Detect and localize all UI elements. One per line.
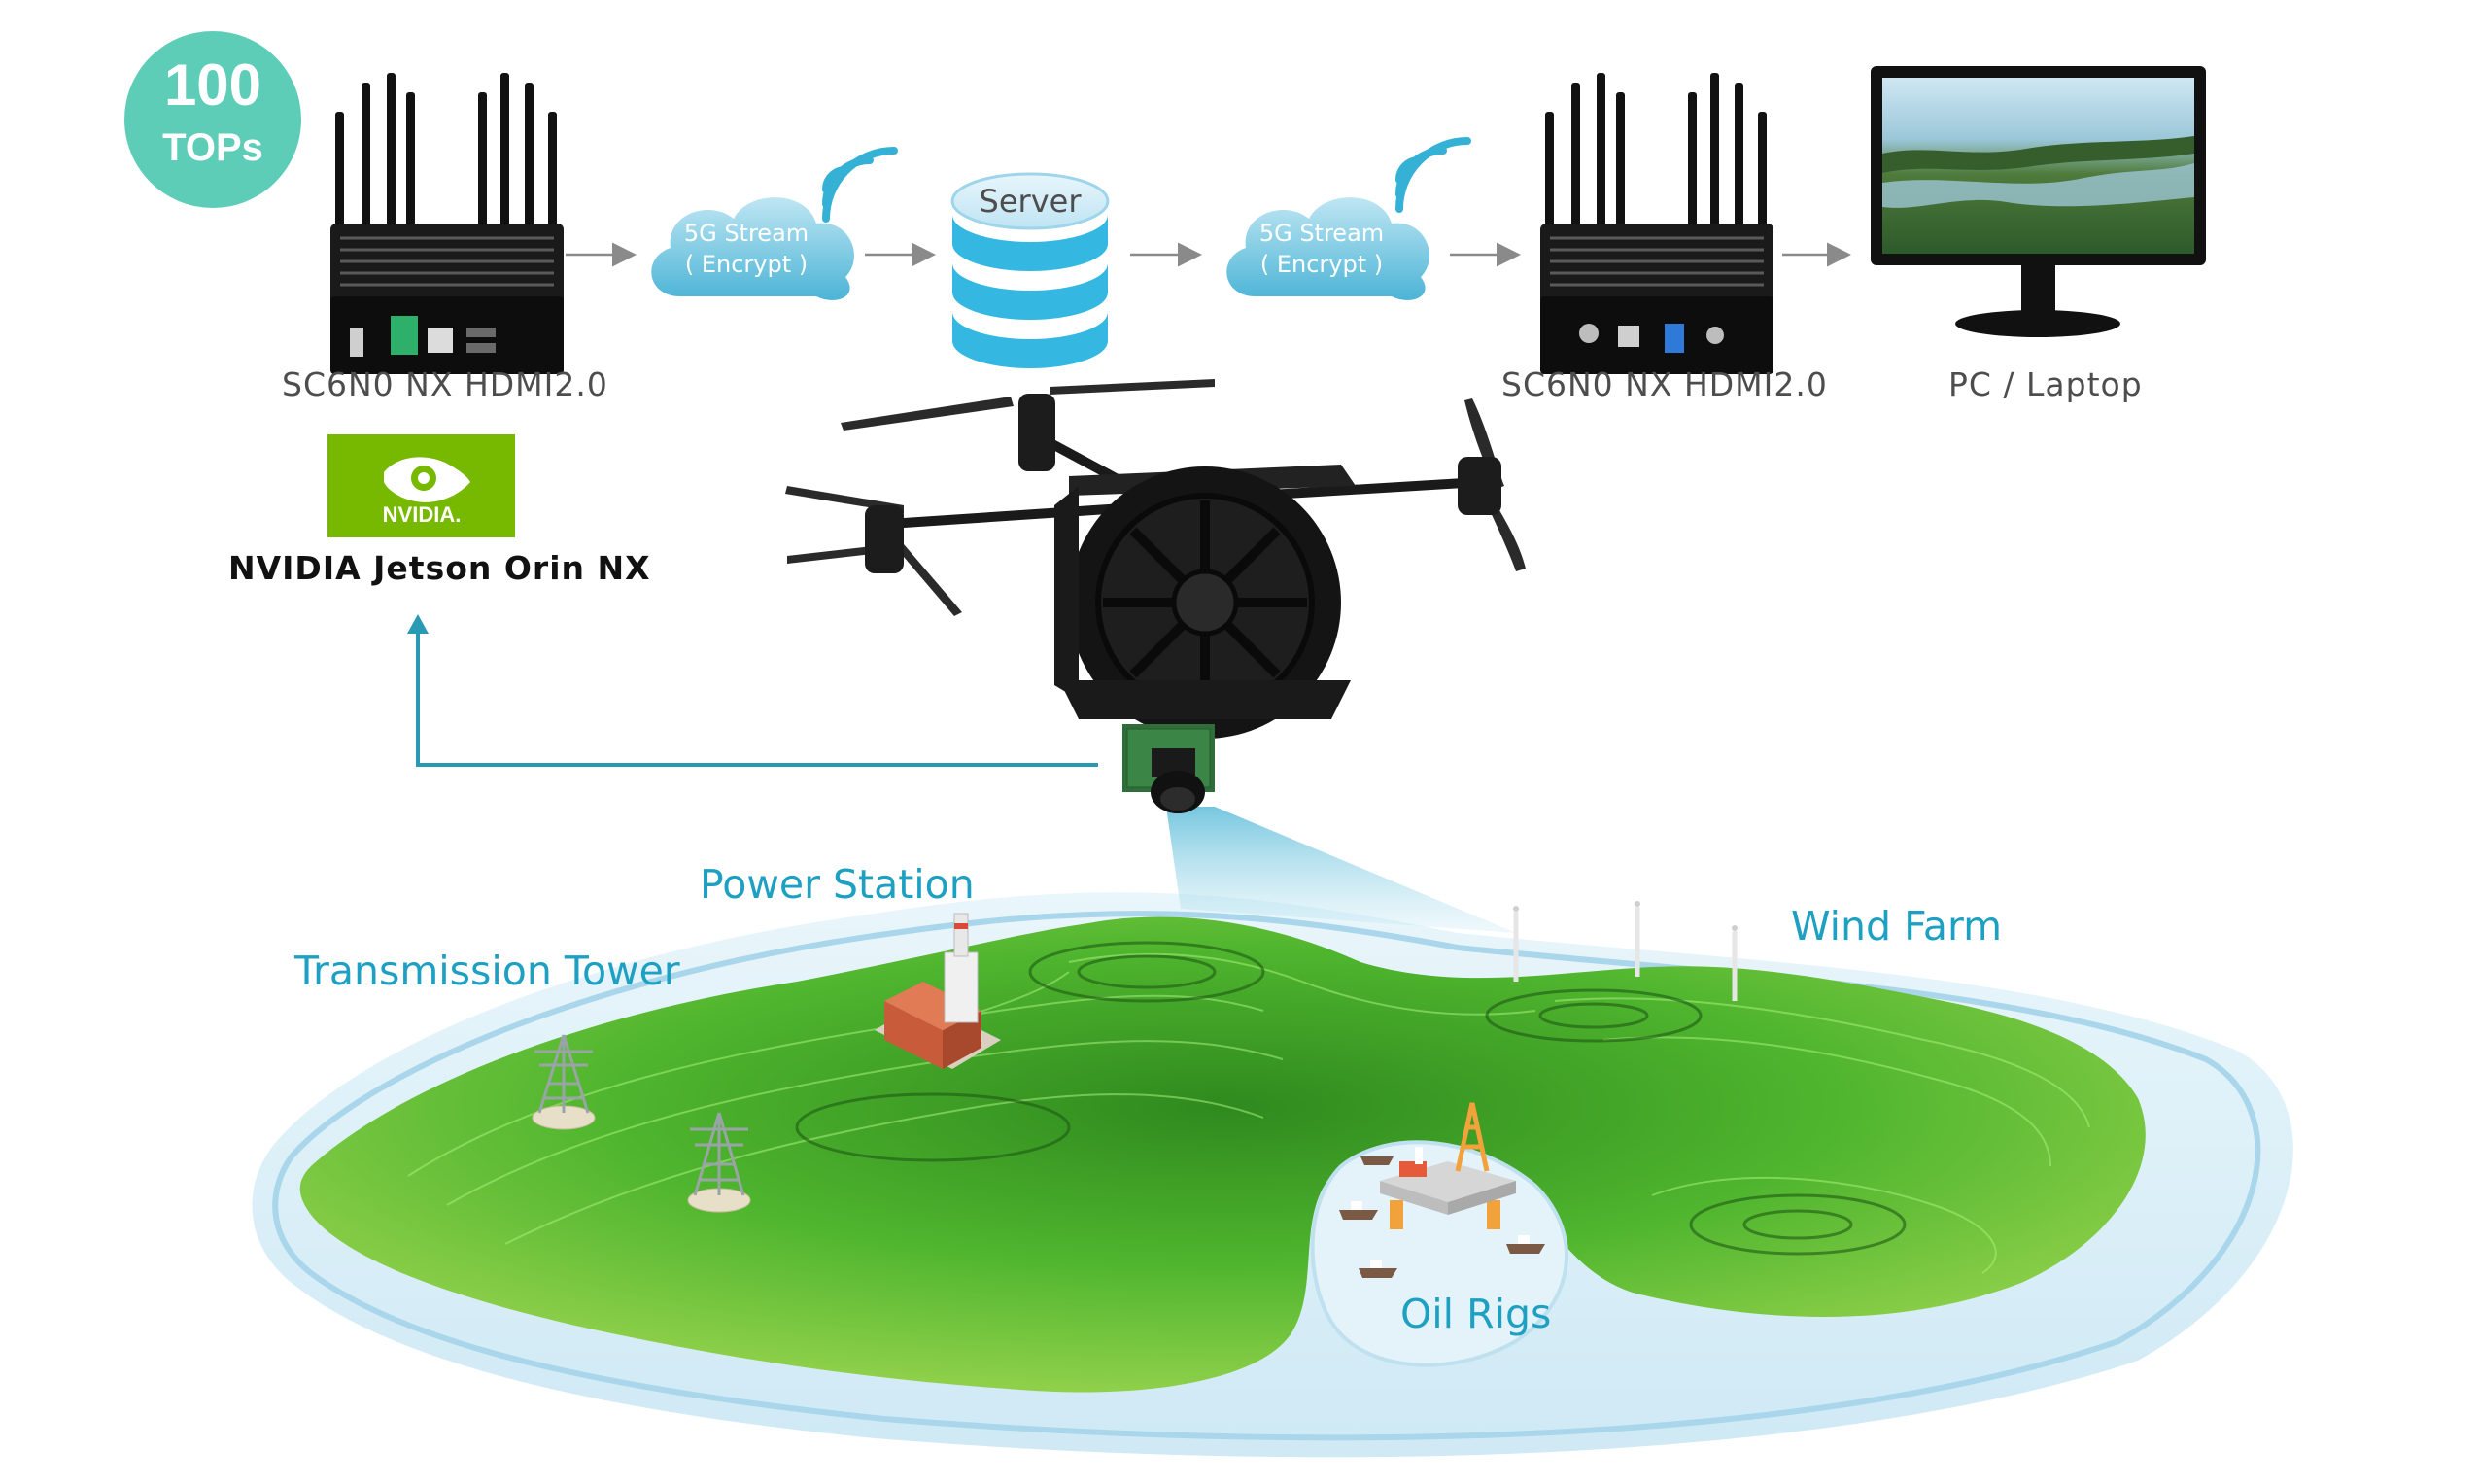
right-device-label: SC6N0 NX HDMI2.0: [1501, 365, 1828, 403]
badge-unit: TOPs: [162, 126, 263, 169]
power-station-icon: [875, 913, 1001, 1069]
data-flow-connector: [416, 632, 1098, 767]
cloud-2-line1: 5G Stream: [1259, 220, 1384, 247]
terrain-map: [252, 892, 2293, 1458]
router-icon: [330, 73, 564, 374]
wind-turbine-icon: [1495, 880, 1538, 982]
wifi-icon: [822, 147, 898, 223]
database-icon: Server: [950, 172, 1110, 372]
router-icon: [1540, 73, 1773, 374]
camera-beam: [1166, 807, 1516, 933]
monitor-icon: [1871, 66, 2206, 337]
label-wind-farm: Wind Farm: [1791, 903, 2002, 949]
cloud-icon: 5G Stream ( Encrypt ): [651, 197, 854, 300]
cloud-icon: 5G Stream ( Encrypt ): [1226, 197, 1429, 300]
cloud-1-line2: ( Encrypt ): [685, 251, 808, 278]
camera-icon: [1122, 724, 1215, 813]
label-oil-rigs: Oil Rigs: [1400, 1291, 1551, 1337]
label-power-station: Power Station: [700, 861, 975, 908]
transmission-tower-icon: [532, 1034, 596, 1130]
tops-badge: 100 TOPs: [124, 31, 301, 208]
nvidia-logo-text: NVIDIA.: [383, 502, 462, 527]
wifi-icon: [1395, 137, 1471, 213]
drone-icon: [785, 379, 1526, 739]
bay-water: [1310, 1140, 1568, 1367]
wind-turbine-icon: [1616, 876, 1660, 977]
water-ring: [272, 911, 2261, 1441]
left-device-label: SC6N0 NX HDMI2.0: [282, 365, 608, 403]
connector-arrowhead: [407, 614, 429, 634]
label-transmission-tower: Transmission Tower: [293, 948, 680, 994]
cloud-2-line2: ( Encrypt ): [1260, 251, 1383, 278]
badge-number: 100: [164, 52, 261, 118]
transmission-tower-icon: [687, 1112, 751, 1213]
oil-rig-icon: [1380, 1102, 1516, 1229]
cloud-1-line1: 5G Stream: [684, 220, 809, 247]
server-label: Server: [980, 183, 1083, 220]
nvidia-caption: NVIDIA Jetson Orin NX: [228, 549, 651, 587]
nvidia-logo: NVIDIA.: [327, 434, 515, 537]
ship-icon: [1339, 1156, 1545, 1278]
display-label: PC / Laptop: [1948, 365, 2143, 403]
wind-turbine-icon: [1713, 900, 1757, 1001]
peak-ridges: [795, 941, 1907, 1256]
land-mass: [299, 916, 2146, 1393]
